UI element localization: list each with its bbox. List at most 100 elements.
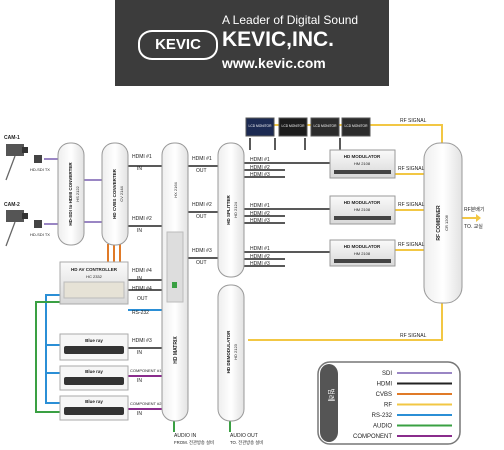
splitter-name: HD SPLITTER	[226, 195, 231, 225]
combiner-device	[423, 142, 463, 304]
lbl-audio-in: AUDIO IN	[174, 433, 197, 439]
lbl-rs232: RS-232	[132, 310, 149, 316]
bluray-2-label: Blue ray	[85, 369, 103, 374]
camera-2-icon	[5, 210, 28, 247]
sdi-cables	[44, 158, 102, 225]
tagline: A Leader of Digital Sound	[222, 13, 359, 27]
lbl-split-hdmi1-c: HDMI #1	[250, 246, 270, 252]
lbl-audio-out: AUDIO OUT	[230, 433, 258, 439]
matrix-indicator	[172, 282, 177, 288]
legend-label-sdi: SDI	[382, 371, 392, 377]
cam2-label: CAM-2	[4, 202, 20, 208]
demod-device	[217, 284, 245, 422]
lbl-rf-signal-1: RF SIGNAL	[398, 166, 425, 172]
monitor-3-label: LCD MONITOR	[313, 124, 337, 128]
header-banner	[115, 0, 389, 86]
lbl-split-hdmi1-b: HDMI #1	[250, 203, 270, 209]
av-name: HD AV CONTROLLER	[71, 267, 118, 272]
cvbs-device	[101, 142, 129, 246]
lbl-to-classroom: TO. 교실	[464, 223, 483, 230]
lbl-split-hdmi2-a: HDMI #2	[250, 165, 270, 171]
lbl-in-2: IN	[137, 228, 142, 234]
av-model: HC 2332	[86, 274, 103, 279]
splitter-model: HD 2124	[233, 201, 238, 218]
cvbs-name: HD CVBS CONVERTER	[112, 168, 117, 219]
lbl-hdmi1-out: HDMI #1	[192, 156, 212, 162]
demod-name: HD DEMODULATOR	[226, 330, 231, 374]
matrix-model: HX 2164	[173, 181, 178, 197]
lbl-rf-signal-top: RF SIGNAL	[400, 118, 427, 124]
rs232-cables	[45, 294, 162, 404]
converter-device	[57, 142, 85, 246]
demod-model: HD 2123	[233, 343, 238, 360]
component-cables	[128, 375, 162, 410]
lbl-hdmi4-b: HDMI #4	[132, 286, 152, 292]
monitor-2-label: LCD MONITOR	[281, 124, 305, 128]
monitor-1-label: LCD MONITOR	[248, 124, 272, 128]
cam1-label: CAM-1	[4, 135, 20, 141]
monitor-4-label: LCD MONITOR	[344, 124, 368, 128]
combiner-model: CR 1206	[444, 214, 449, 231]
lbl-split-hdmi2-c: HDMI #2	[250, 254, 270, 260]
av-controller-front	[63, 281, 125, 299]
legend-label-audio: AUDIO	[373, 424, 392, 430]
lbl-hdmi2-out: HDMI #2	[192, 202, 212, 208]
lbl-hdmi3-out: HDMI #3	[192, 248, 212, 254]
lbl-rf-signal-3: RF SIGNAL	[398, 242, 425, 248]
legend-label-component: COMPONENT	[353, 434, 392, 440]
lbl-split-hdmi2-b: HDMI #2	[250, 211, 270, 217]
lbl-split-hdmi3-c: HDMI #3	[250, 261, 270, 267]
mod1-name: HD MODULATOR	[344, 154, 381, 159]
lbl-in-6: IN	[137, 411, 142, 417]
lbl-rf-signal-bottom: RF SIGNAL	[400, 333, 427, 339]
legend-label-rf: RF	[384, 403, 392, 409]
matrix-name: HD MATRIX	[173, 336, 179, 364]
lbl-hdmi3-in: HDMI #3	[132, 338, 152, 344]
lbl-out-1: OUT	[196, 168, 207, 174]
combiner-name: RF COMBINER	[436, 205, 442, 241]
mod2-name: HD MODULATOR	[344, 200, 381, 205]
mod2-model: HM 2108	[354, 207, 371, 212]
website-url: www.kevic.com	[222, 55, 326, 71]
lbl-in-4: IN	[137, 350, 142, 356]
kevic-logo: KEVIC	[138, 30, 218, 60]
lbl-in-5: IN	[137, 378, 142, 384]
splitter-device	[217, 142, 245, 278]
lbl-split-hdmi3-a: HDMI #3	[250, 172, 270, 178]
lbl-out-3: OUT	[196, 260, 207, 266]
bluray-3-label: Blue ray	[85, 399, 103, 404]
lbl-hdmi4-a: HDMI #4	[132, 268, 152, 274]
lbl-hdmi2-in: HDMI #2	[132, 216, 152, 222]
lbl-audio-in-from: FROM. 전관방송 설비	[174, 439, 214, 446]
bluray-1-label: Blue ray	[85, 338, 103, 343]
lbl-out: OUT	[137, 296, 148, 302]
cvbs-cables	[107, 244, 121, 262]
tx1-label: HD-SDI TX	[30, 167, 50, 172]
lbl-hdmi1-in: HDMI #1	[132, 154, 152, 160]
hdmi-cables	[128, 138, 341, 349]
tx-1	[34, 155, 42, 163]
cvbs-model: CV 2144	[119, 185, 124, 201]
audio-cables	[35, 301, 231, 432]
tx2-label: HD-SDI TX	[30, 232, 50, 237]
lbl-split-hdmi1-a: HDMI #1	[250, 157, 270, 163]
lcd-monitors	[245, 117, 371, 137]
lbl-out-2: OUT	[196, 214, 207, 220]
mod1-model: HM 2108	[354, 161, 371, 166]
matrix-panel	[166, 231, 184, 303]
legend-label-hdmi: HDMI	[377, 382, 393, 388]
mod3-model: HM 2108	[354, 251, 371, 256]
lbl-comp1: COMPONENT #1	[130, 368, 162, 373]
legend-label-cvbs: CVBS	[376, 392, 392, 398]
camera-1-icon	[5, 144, 28, 181]
legend-label-rs-232: RS-232	[372, 413, 393, 419]
mod3-name: HD MODULATOR	[344, 244, 381, 249]
converter-name: HD-SDI to HDMI CONVERTER	[68, 162, 73, 226]
legend-title-bar	[320, 364, 338, 442]
converter-model: HS 2122	[75, 185, 80, 201]
lbl-rf-split: RF분배기	[464, 206, 484, 213]
legend-title: 범례	[327, 389, 336, 402]
lbl-split-hdmi3-b: HDMI #3	[250, 218, 270, 224]
